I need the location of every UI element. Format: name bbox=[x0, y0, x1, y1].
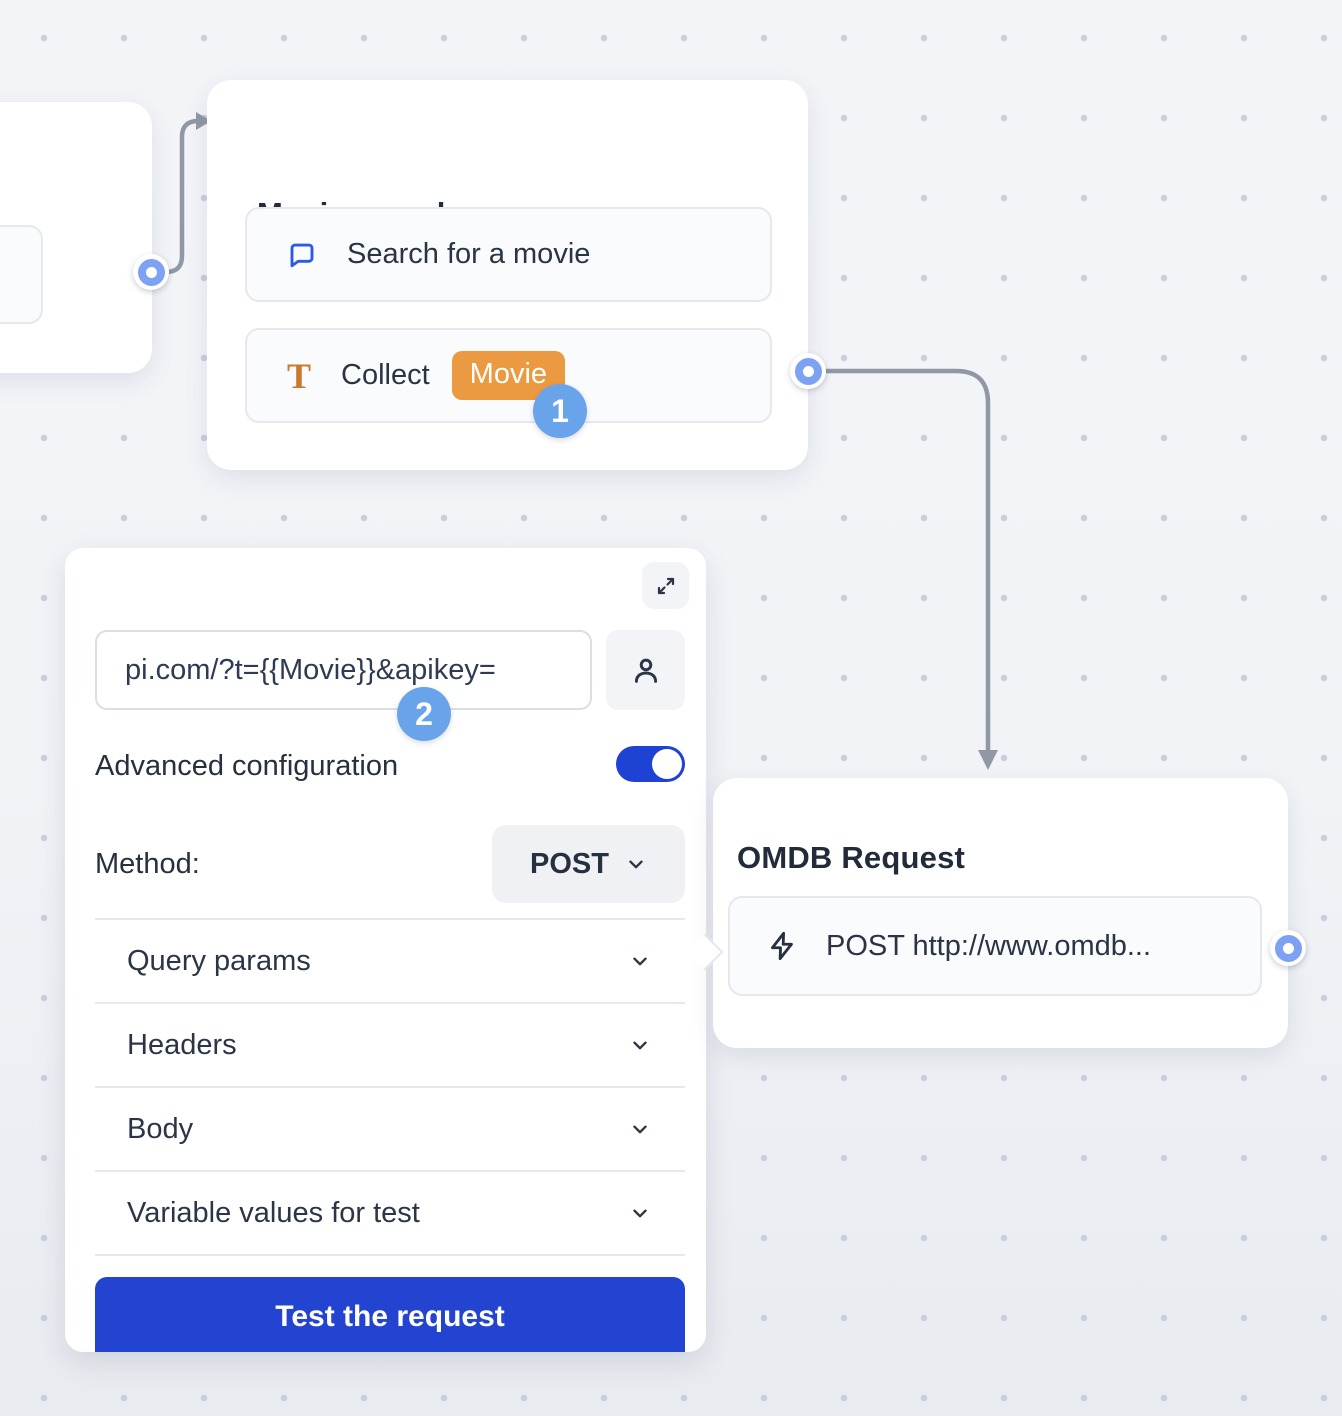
section-query-params[interactable]: Query params bbox=[95, 920, 685, 1004]
previous-node-card[interactable] bbox=[0, 102, 152, 373]
chevron-down-icon bbox=[629, 1118, 651, 1140]
step-badge-1: 1 bbox=[533, 384, 587, 438]
connector-arrow bbox=[196, 112, 211, 130]
section-label: Body bbox=[127, 1112, 194, 1145]
node-title: OMDB Request bbox=[737, 840, 966, 875]
variable-insert-button[interactable] bbox=[606, 630, 685, 710]
chevron-down-icon bbox=[629, 1034, 651, 1056]
omdb-request-node[interactable]: OMDB Request POST http://www.omdb... bbox=[713, 778, 1288, 1048]
request-editor-panel: Advanced configuration Method: POST Quer… bbox=[65, 548, 706, 1352]
webhook-block[interactable]: POST http://www.omdb... bbox=[728, 896, 1262, 996]
message-block[interactable]: Search for a movie bbox=[245, 207, 772, 302]
connection-port-movie-output[interactable] bbox=[790, 353, 826, 389]
chevron-down-icon bbox=[629, 950, 651, 972]
test-request-button[interactable]: Test the request bbox=[95, 1277, 685, 1352]
block-label: POST http://www.omdb... bbox=[826, 929, 1152, 962]
method-select[interactable]: POST bbox=[492, 825, 685, 903]
collapsible-sections: Query params Headers Body Variable value… bbox=[95, 918, 685, 1256]
section-headers[interactable]: Headers bbox=[95, 1004, 685, 1088]
expand-button[interactable] bbox=[642, 562, 689, 609]
connector-prev-to-movie bbox=[148, 112, 211, 275]
port-ring bbox=[1274, 934, 1302, 962]
section-label: Variable values for test bbox=[127, 1196, 420, 1229]
advanced-config-label: Advanced configuration bbox=[95, 750, 399, 782]
block-label: Collect bbox=[341, 359, 430, 391]
connection-port-omdb-output[interactable] bbox=[1270, 930, 1306, 966]
connector-movie-to-omdb bbox=[805, 368, 998, 770]
chat-bubble-icon bbox=[287, 240, 317, 270]
collect-input-block[interactable]: T Collect Movie bbox=[245, 328, 772, 423]
advanced-config-toggle[interactable] bbox=[616, 746, 685, 782]
port-ring bbox=[794, 357, 822, 385]
connection-port-prev-output[interactable] bbox=[133, 254, 169, 290]
movie-search-node[interactable]: Movie search Search for a movie T Collec… bbox=[207, 80, 808, 470]
section-variable-values[interactable]: Variable values for test bbox=[95, 1172, 685, 1256]
chevron-down-icon bbox=[625, 853, 647, 875]
person-icon bbox=[630, 654, 662, 686]
toggle-knob bbox=[652, 749, 682, 779]
expand-icon bbox=[654, 574, 678, 598]
port-ring bbox=[137, 258, 165, 286]
method-value: POST bbox=[530, 847, 609, 880]
text-input-icon: T bbox=[287, 355, 312, 396]
section-body[interactable]: Body bbox=[95, 1088, 685, 1172]
connector-arrow bbox=[978, 750, 998, 770]
lightning-icon bbox=[766, 930, 798, 962]
method-label: Method: bbox=[95, 848, 200, 880]
node-item[interactable] bbox=[0, 225, 43, 324]
section-label: Query params bbox=[127, 944, 311, 977]
chevron-down-icon bbox=[629, 1202, 651, 1224]
section-label: Headers bbox=[127, 1028, 237, 1061]
request-url-input[interactable] bbox=[95, 630, 592, 710]
block-label: Search for a movie bbox=[347, 238, 591, 270]
step-badge-2: 2 bbox=[397, 687, 451, 741]
